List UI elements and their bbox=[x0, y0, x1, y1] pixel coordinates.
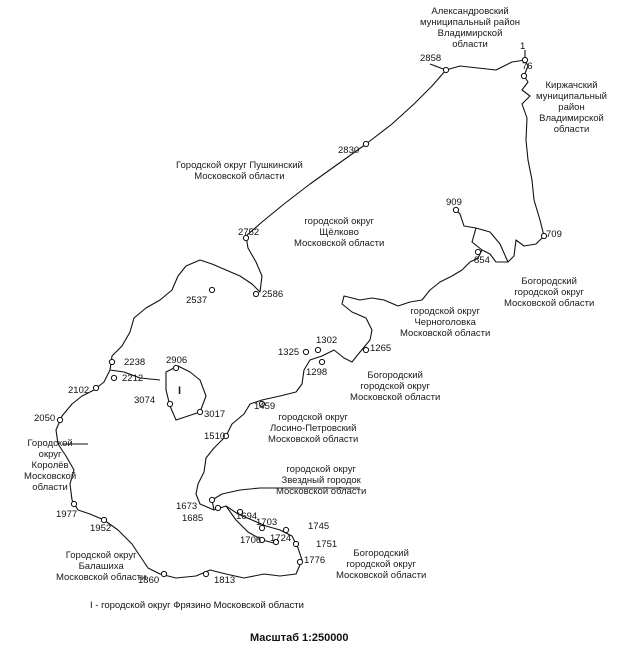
point-label: 2906 bbox=[166, 355, 188, 366]
point-label: 854 bbox=[474, 255, 490, 266]
region-label-kirzhachsky: Киржачский муниципальный район Владимирс… bbox=[536, 80, 607, 135]
point-label: 1977 bbox=[56, 509, 78, 520]
region-label-shchelkovo: городской округ Щёлково Московской облас… bbox=[294, 216, 385, 249]
point-label: 1813 bbox=[214, 575, 236, 586]
point-label: 3074 bbox=[134, 395, 156, 406]
map-scale: Масштаб 1:250000 bbox=[250, 632, 349, 644]
region-label-bogorodsky-east: Богородский городской округ Московской о… bbox=[504, 276, 595, 309]
point-label: 76 bbox=[522, 61, 533, 72]
point-label: 2858 bbox=[420, 53, 442, 64]
region-label-bogorodsky-center: Богородский городской округ Московской о… bbox=[350, 370, 441, 403]
point-label: 1298 bbox=[306, 367, 328, 378]
point-label: 709 bbox=[546, 229, 562, 240]
point-label: 1265 bbox=[370, 343, 392, 354]
region-label-bogorodsky-south: Богородский городской округ Московской о… bbox=[336, 548, 427, 581]
point-label: 1325 bbox=[278, 347, 300, 358]
point-label: 2830 bbox=[338, 145, 360, 156]
point-label: 3017 bbox=[204, 409, 226, 420]
point-label: 1751 bbox=[316, 539, 338, 550]
boundary-point-markers bbox=[56, 56, 548, 578]
region-label-zvezdny: городской округ Звездный городок Московс… bbox=[276, 464, 367, 497]
district-boundary bbox=[55, 59, 545, 579]
region-label-balashikha: Городской округ Балашиха Московской обла… bbox=[56, 550, 147, 583]
point-label: 1724 bbox=[270, 533, 292, 544]
point-label: 2238 bbox=[124, 357, 146, 368]
point-label: 1703 bbox=[256, 517, 278, 528]
point-label: 1302 bbox=[316, 335, 338, 346]
point-label: 1 bbox=[520, 41, 526, 52]
point-label: 1952 bbox=[90, 523, 112, 534]
point-label: 1673 bbox=[176, 501, 198, 512]
point-label: 2212 bbox=[122, 373, 144, 384]
region-mark-fryazino: I bbox=[178, 385, 182, 397]
region-label-losino-petrovsky: городской округ Лосино-Петровский Москов… bbox=[268, 412, 359, 445]
point-label: 2586 bbox=[262, 289, 284, 300]
point-label: 1685 bbox=[182, 513, 204, 524]
point-label: 1459 bbox=[254, 401, 276, 412]
point-label: 1776 bbox=[304, 555, 326, 566]
region-label-pushkinsky: Городской округ Пушкинский Московской об… bbox=[176, 160, 303, 182]
point-label: 1510 bbox=[204, 431, 226, 442]
region-label-aleksandrovsky: Александровский муниципальный район Влад… bbox=[420, 6, 521, 50]
point-label: 1860 bbox=[138, 575, 160, 586]
map-legend: I - городской округ Фрязино Московской о… bbox=[90, 600, 304, 611]
point-label: 1694 bbox=[236, 511, 258, 522]
point-label: 1706 bbox=[240, 535, 262, 546]
point-label: 2050 bbox=[34, 413, 56, 424]
region-label-chernogolovka: городской округ Черноголовка Московской … bbox=[400, 306, 491, 339]
point-label: 1745 bbox=[308, 521, 330, 532]
point-label: 2537 bbox=[186, 295, 208, 306]
point-label: 2752 bbox=[238, 227, 260, 238]
region-label-korolev: Городской округ Королёв Московской облас… bbox=[24, 438, 77, 493]
point-label: 909 bbox=[446, 197, 462, 208]
point-label: 2102 bbox=[68, 385, 90, 396]
